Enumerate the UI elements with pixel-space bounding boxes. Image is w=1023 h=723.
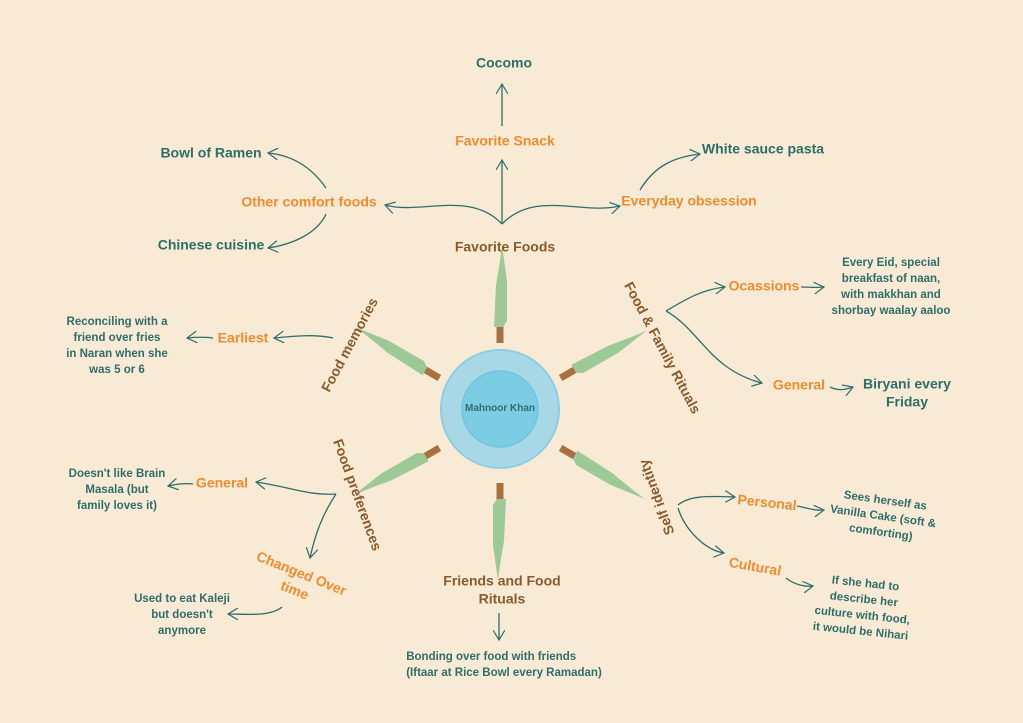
sub-favorite-snack[interactable]: Favorite Snack — [455, 132, 555, 149]
knife-icon — [355, 327, 442, 382]
text-line: Rituals — [478, 590, 526, 606]
text-line: anymore — [158, 625, 206, 638]
text-line: Friends and Food — [443, 572, 561, 589]
arrow-to-other-comfort — [385, 205, 503, 225]
sub-earliest[interactable]: Earliest — [217, 329, 269, 346]
text-line: Doesn't like Brain — [68, 467, 166, 480]
arrow-to-vanilla — [796, 506, 824, 510]
knife-icon — [558, 330, 647, 382]
center-node[interactable]: Mahnoor Khan — [465, 402, 535, 414]
text-line: Reconciling with a — [66, 315, 168, 328]
text-line: but doesn't — [151, 608, 213, 621]
leaf-brain-masala[interactable]: Doesn't like Brain Masala (but family lo… — [69, 466, 166, 514]
arrow-to-everyday — [501, 205, 620, 225]
arrow-to-chinese — [268, 213, 327, 248]
knife-icon — [353, 444, 442, 496]
leaf-biryani[interactable]: Biryani every Friday — [863, 376, 951, 411]
arrow-to-nihari — [785, 577, 813, 586]
arrow-to-personal — [677, 496, 735, 506]
leaf-reconciling[interactable]: Reconciling with a friend over fries in … — [66, 314, 168, 378]
arrow-to-brain-masala — [168, 484, 194, 486]
text-line: in Naran when she — [66, 348, 168, 360]
knife-icons — [353, 245, 647, 581]
text-line: shorbay waalay aaloo — [831, 305, 951, 318]
text-line: Friday — [885, 393, 929, 409]
leaf-bowl-of-ramen[interactable]: Bowl of Ramen — [160, 144, 262, 161]
arrow-to-biryani — [829, 387, 853, 390]
sub-everyday-obsession[interactable]: Everyday obsession — [621, 192, 757, 209]
leaf-kaleji[interactable]: Used to eat Kaleji but doesn't anymore — [134, 591, 230, 639]
branch-favorite-foods[interactable]: Favorite Foods — [454, 238, 556, 255]
arrow-to-white-sauce — [639, 154, 700, 191]
arrow-to-occasions — [665, 287, 725, 312]
arrow-to-changed — [310, 493, 337, 558]
sub-family-general[interactable]: General — [772, 376, 826, 393]
arrow-to-cultural — [677, 507, 724, 553]
text-line: (Iftaar at Rice Bowl every Ramadan) — [406, 667, 602, 679]
leaf-eid-breakfast[interactable]: Every Eid, special breakfast of naan, wi… — [832, 255, 951, 319]
plate-inner — [461, 370, 539, 448]
text-line: was 5 or 6 — [89, 364, 145, 377]
arrow-to-ramen — [268, 153, 327, 189]
text-line: family loves it) — [77, 500, 157, 513]
text-line: Bonding over food with friends — [406, 650, 577, 663]
text-line: friend over fries — [73, 331, 161, 344]
arrow-to-kaleji — [228, 606, 283, 614]
knife-icon — [493, 483, 506, 581]
sub-other-comfort-foods[interactable]: Other comfort foods — [241, 193, 377, 210]
leaf-cocomo[interactable]: Cocomo — [476, 54, 532, 71]
knife-icon — [494, 245, 507, 343]
arrow-to-reconciling — [187, 337, 214, 338]
text-line: Used to eat Kaleji — [134, 592, 230, 605]
text-line: Biryani every — [863, 375, 951, 392]
leaf-chinese-cuisine[interactable]: Chinese cuisine — [157, 236, 265, 253]
leaf-nihari[interactable]: If she had to describe her culture with … — [812, 571, 914, 645]
leaf-bonding-over-food[interactable]: Bonding over food with friends (Iftaar a… — [406, 649, 602, 681]
leaf-white-sauce-pasta[interactable]: White sauce pasta — [701, 140, 825, 157]
text-line: breakfast of naan, — [841, 272, 941, 285]
arrow-to-fam-general — [665, 310, 762, 383]
knife-icon — [558, 444, 645, 499]
text-line: Every Eid, special — [842, 256, 940, 269]
arrow-to-earliest — [274, 336, 334, 338]
arrow-to-pref-general — [256, 482, 337, 495]
sub-occasions[interactable]: Ocassions — [728, 277, 800, 294]
sub-pref-general[interactable]: General — [195, 474, 249, 491]
branch-friends-food-rituals[interactable]: Friends and Food Rituals — [443, 573, 560, 608]
text-line: Masala (but — [85, 483, 149, 496]
text-line: with makkhan and — [841, 289, 941, 301]
